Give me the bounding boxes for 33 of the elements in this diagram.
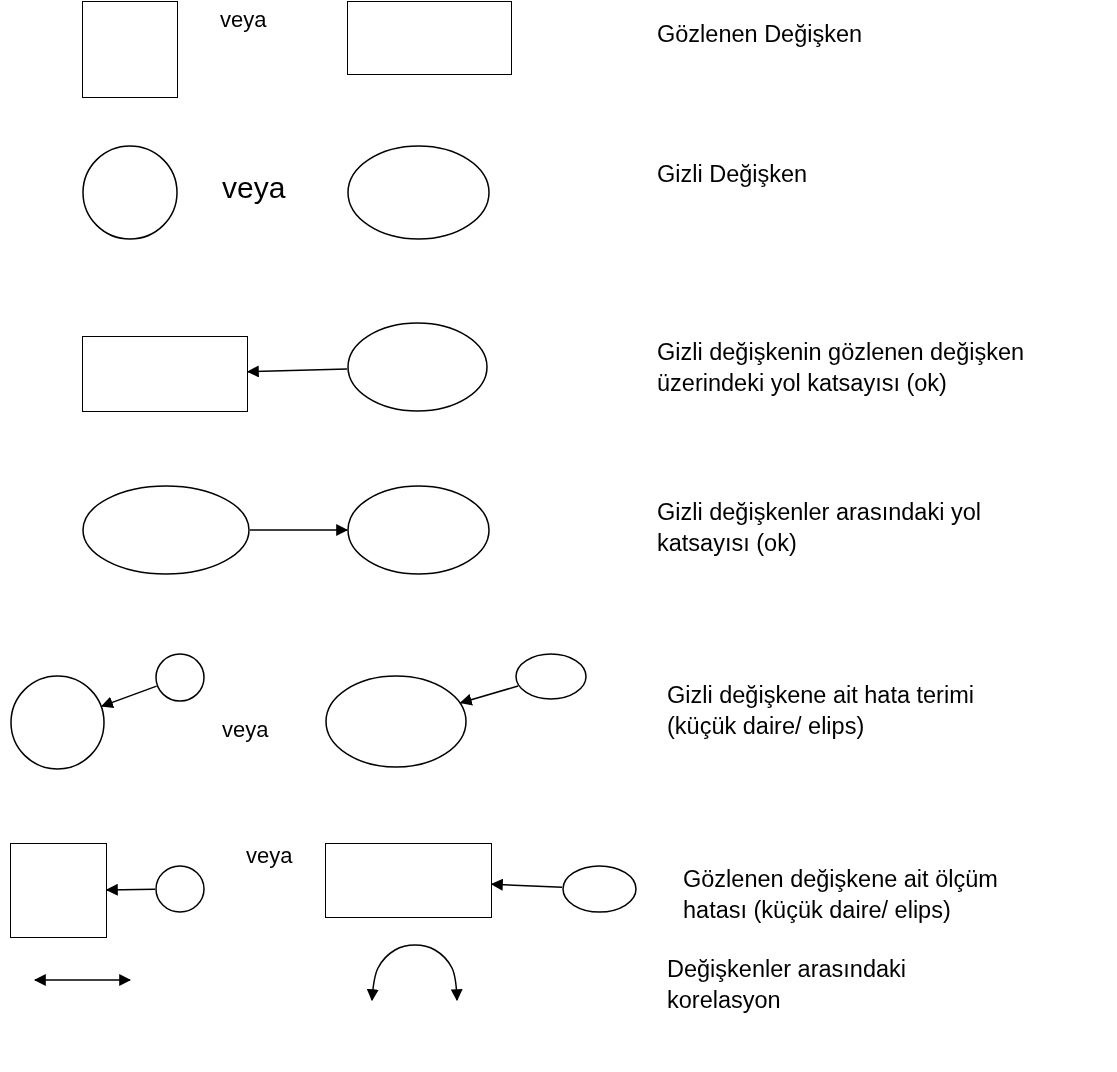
description-text: Gizli değişkene ait hata terimi (küçük daire/ elips) bbox=[667, 681, 975, 741]
rectangle-shape bbox=[325, 843, 492, 918]
rectangle-shape bbox=[347, 1, 512, 75]
arrow bbox=[459, 685, 519, 706]
circle-shape bbox=[10, 675, 105, 770]
ellipse-shape bbox=[347, 322, 488, 412]
description-text: Gizli değişkenin gözlenen değişken üzerindeki yol katsayısı (ok) bbox=[657, 338, 1026, 398]
ellipse-shape bbox=[82, 485, 250, 575]
rectangle-shape bbox=[82, 1, 178, 98]
ellipse-shape bbox=[347, 485, 490, 575]
ellipse-shape bbox=[325, 675, 467, 768]
description-text: Değişkenler arasındaki korelasyon bbox=[667, 955, 908, 1015]
description-text: Gözlenen Değişken bbox=[657, 20, 863, 49]
arrow bbox=[490, 878, 563, 891]
ellipse-shape bbox=[347, 145, 490, 240]
ellipse-shape bbox=[562, 865, 637, 913]
arrow bbox=[105, 883, 156, 896]
arrow bbox=[100, 685, 158, 709]
connector-word: veya bbox=[246, 842, 293, 870]
rectangle-shape bbox=[82, 336, 248, 412]
description-text: Gözlenen değişkene ait ölçüm hatası (küçük daire/ elips) bbox=[683, 865, 999, 925]
arrow bbox=[249, 524, 349, 536]
arrow bbox=[246, 365, 348, 378]
ellipse-shape bbox=[515, 653, 587, 700]
connector-word: veya bbox=[222, 172, 286, 203]
connector-word: veya bbox=[222, 716, 269, 744]
rectangle-shape bbox=[10, 843, 107, 938]
connector-word: veya bbox=[220, 6, 267, 34]
circle-shape bbox=[82, 145, 178, 240]
description-text: Gizli değişkenler arasındaki yol katsayısı (ok) bbox=[657, 498, 982, 558]
description-text: Gizli Değişken bbox=[657, 160, 808, 189]
circle-shape bbox=[155, 653, 205, 702]
circle-shape bbox=[155, 865, 205, 913]
